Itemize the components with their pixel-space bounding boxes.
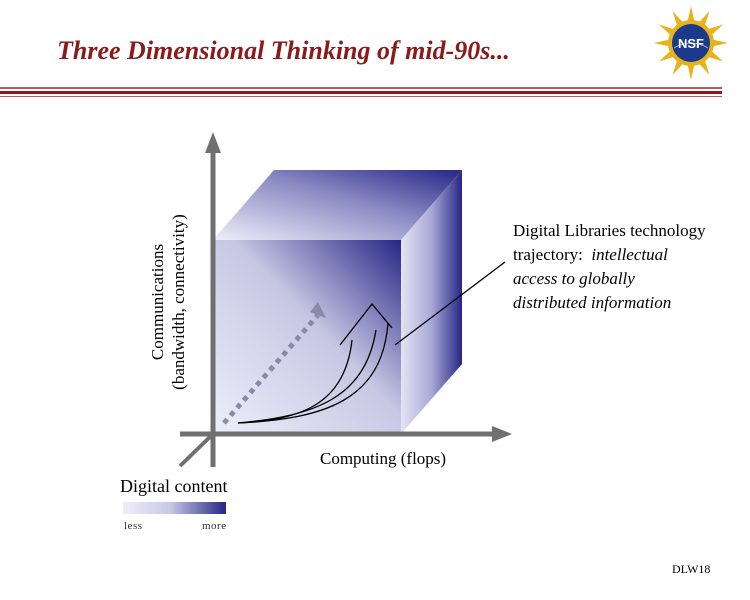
z-axis-line	[178, 432, 215, 468]
callout-line4: distributed information	[513, 293, 672, 312]
callout-line2-italic: intellectual	[591, 245, 668, 264]
cube-front-face	[213, 240, 401, 434]
callout-line1: Digital Libraries technology	[513, 221, 706, 240]
legend-less-label: less	[124, 520, 143, 532]
slide-footer: DLW18	[672, 562, 711, 576]
title-rule-top	[0, 87, 722, 89]
callout-line2: trajectory: intellectual	[513, 243, 706, 267]
legend-more-label: more	[202, 520, 227, 532]
z-axis-label: Digital content	[120, 476, 228, 496]
callout-line2-plain: trajectory:	[513, 245, 583, 264]
title-rule-middle	[0, 91, 722, 94]
cube-top-face	[213, 170, 462, 240]
x-axis-arrowhead	[492, 426, 512, 442]
x-axis-label: Computing (flops)	[320, 449, 447, 468]
trajectory-arrow	[237, 302, 393, 424]
y-axis-label-line1: Communications	[148, 243, 167, 361]
y-axis-label-line2: (bandwidth, connectivity)	[169, 214, 188, 390]
diagonal-dotted-line	[222, 313, 320, 425]
digital-content-gradient-bar	[123, 502, 226, 514]
cube-right-face	[401, 170, 462, 434]
callout-leader-line	[394, 261, 506, 346]
nsf-logo: NSF	[654, 6, 728, 80]
callout-line3: access to globally	[513, 269, 635, 288]
y-axis-label: Communications (bandwidth, connectivity)	[147, 214, 189, 390]
logo-text: NSF	[678, 36, 704, 51]
slide-title: Three Dimensional Thinking of mid-90s...	[57, 36, 510, 65]
title-rule-bottom	[0, 96, 722, 97]
trajectory-callout: Digital Libraries technology trajectory:…	[513, 219, 706, 315]
diagonal-arrowhead	[310, 302, 326, 318]
y-axis-arrowhead	[205, 132, 221, 153]
